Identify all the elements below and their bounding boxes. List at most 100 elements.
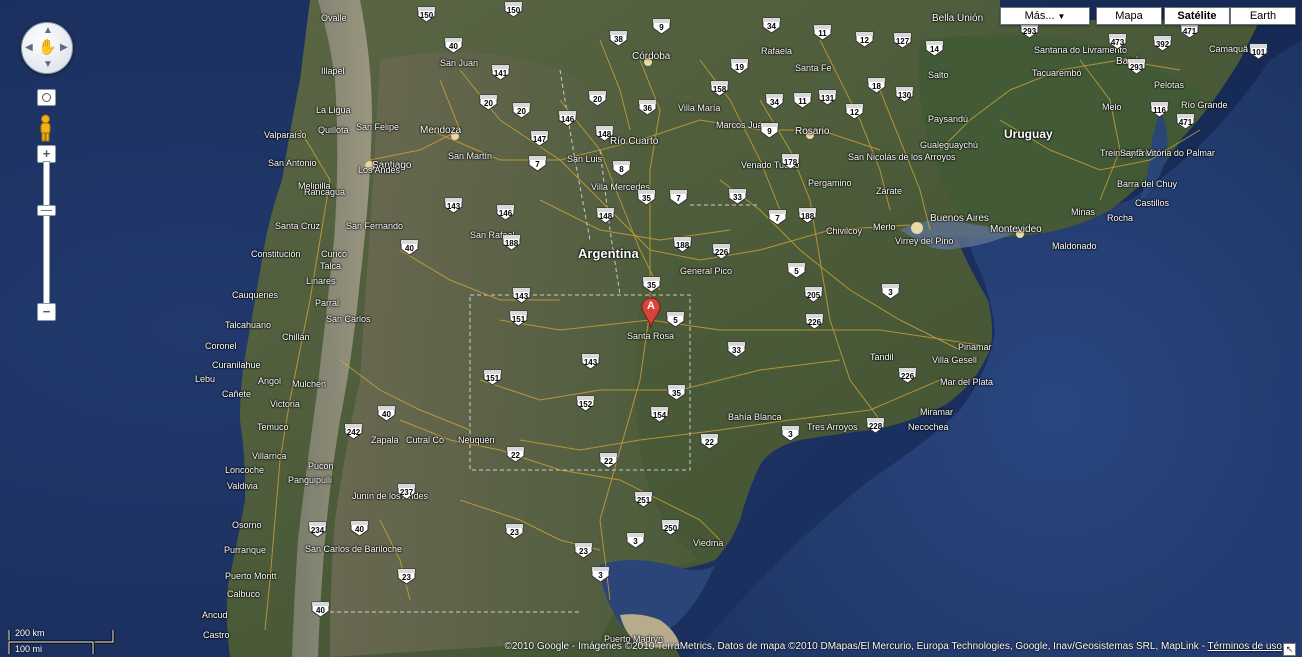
city-label: Ancud (202, 610, 228, 620)
route-shield: 40 (350, 520, 369, 537)
zoom-slider-handle[interactable] (37, 205, 56, 217)
more-layers-button[interactable]: Más...▼ (1000, 7, 1090, 25)
country-label-uruguay: Uruguay (1004, 127, 1053, 141)
route-number: 242 (346, 428, 361, 437)
route-shield: 9 (652, 18, 671, 35)
city-label: Ovalle (321, 13, 347, 23)
route-number: 5 (673, 316, 678, 325)
route-shield: 40 (444, 37, 463, 54)
city-label: Valparaíso (264, 130, 307, 140)
zoom-slider-track[interactable] (43, 161, 50, 305)
route-shield: 34 (765, 93, 784, 110)
route-number: 35 (647, 281, 656, 290)
route-number: 3 (888, 288, 893, 297)
city-label: Puerto Madryn (604, 634, 664, 644)
route-shield: 19 (730, 58, 749, 75)
pegman-icon[interactable] (37, 114, 54, 142)
city-label: Chillán (282, 332, 310, 342)
city-label: Villarrica (252, 451, 287, 461)
city-label: Treinta y Tres (1100, 148, 1155, 158)
route-number: 12 (850, 108, 859, 117)
resize-icon[interactable]: ↖ (1283, 643, 1296, 656)
route-shield: 158 (710, 80, 729, 97)
route-number: 146 (560, 115, 575, 124)
route-shield: 146 (558, 110, 577, 127)
zoom-out-button[interactable]: − (37, 303, 56, 321)
city-label: Calbuco (227, 589, 261, 599)
route-number: 40 (355, 525, 364, 534)
earth-button[interactable]: Earth (1230, 7, 1296, 25)
city-label: Villa Mercedes (591, 182, 650, 192)
route-shield: 130 (895, 86, 914, 103)
route-number: 226 (714, 248, 729, 257)
route-shield: 3 (781, 425, 800, 442)
route-shield: 23 (397, 568, 416, 585)
city-label: Tandil (870, 352, 894, 362)
route-shield: 250 (661, 519, 680, 536)
route-number: 148 (598, 212, 613, 221)
city-label: San Carlos de Bariloche (305, 544, 403, 554)
route-number: 188 (800, 212, 815, 221)
route-shield: 11 (793, 92, 812, 109)
route-number: 22 (604, 457, 613, 466)
location-marker-a[interactable]: A (641, 297, 661, 329)
route-shield: 22 (506, 446, 525, 463)
city-label: Lebu (195, 374, 216, 384)
route-shield: 23 (505, 523, 524, 540)
city-label: Melo (1102, 102, 1122, 112)
city-label: Marcos Juárez (716, 120, 776, 130)
route-number: 131 (820, 94, 835, 103)
city-label: Bahía Blanca (728, 412, 782, 422)
city-label: Angol (258, 376, 282, 386)
route-number: 146 (498, 209, 513, 218)
route-number: 392 (1155, 40, 1170, 49)
route-shield: 101 (1249, 43, 1268, 60)
city-label: Santa Rosa (627, 331, 675, 341)
route-number: 3 (633, 537, 638, 546)
route-number: 35 (672, 389, 681, 398)
city-label: Talca (320, 261, 342, 271)
route-number: 150 (506, 6, 521, 15)
city-label: San Antonio (268, 158, 317, 168)
city-label: Curicó (321, 249, 348, 259)
city-label: Miramar (920, 407, 953, 417)
pan-up-icon[interactable]: ▲ (43, 25, 53, 36)
route-shield: 148 (595, 125, 614, 142)
city-label: San Luis (567, 154, 603, 164)
route-number: 178 (783, 158, 798, 167)
pan-right-icon[interactable]: ▶ (60, 42, 68, 53)
reset-view-button[interactable] (37, 89, 56, 106)
route-shield: 237 (397, 483, 416, 500)
map-button[interactable]: Mapa (1096, 7, 1162, 25)
route-shield: 141 (491, 64, 510, 81)
route-number: 18 (872, 82, 881, 91)
city-label: Constitución (251, 249, 301, 259)
city-label: Castro (203, 630, 230, 640)
city-label: Buenos Aires (930, 213, 989, 224)
route-number: 147 (532, 135, 547, 144)
route-shield: 226 (805, 313, 824, 330)
city-label: Melipilla (298, 181, 331, 191)
city-label: Salto (928, 70, 949, 80)
pan-control[interactable]: ▲ ▼ ◀ ▶ ✋ (21, 22, 73, 74)
route-shield: 35 (642, 276, 661, 293)
route-shield: 178 (781, 153, 800, 170)
city-label: San Martín (448, 151, 493, 161)
satellite-button[interactable]: Satélite (1164, 7, 1230, 25)
terms-link[interactable]: Términos de uso (1207, 641, 1282, 652)
city-label: Curanilahue (212, 360, 261, 370)
city-label: Villa Gesell (932, 355, 977, 365)
route-number: 205 (806, 291, 821, 300)
pan-left-icon[interactable]: ◀ (25, 42, 33, 53)
city-label: Los Andes (358, 165, 401, 175)
route-number: 8 (619, 165, 624, 174)
route-number: 3 (598, 571, 603, 580)
pan-down-icon[interactable]: ▼ (43, 59, 53, 70)
route-number: 7 (676, 194, 681, 203)
route-number: 3 (788, 430, 793, 439)
city-label: Cauquenes (232, 290, 279, 300)
city-label: Castillos (1135, 198, 1170, 208)
route-number: 22 (511, 451, 520, 460)
city-label: Montevideo (990, 224, 1042, 235)
